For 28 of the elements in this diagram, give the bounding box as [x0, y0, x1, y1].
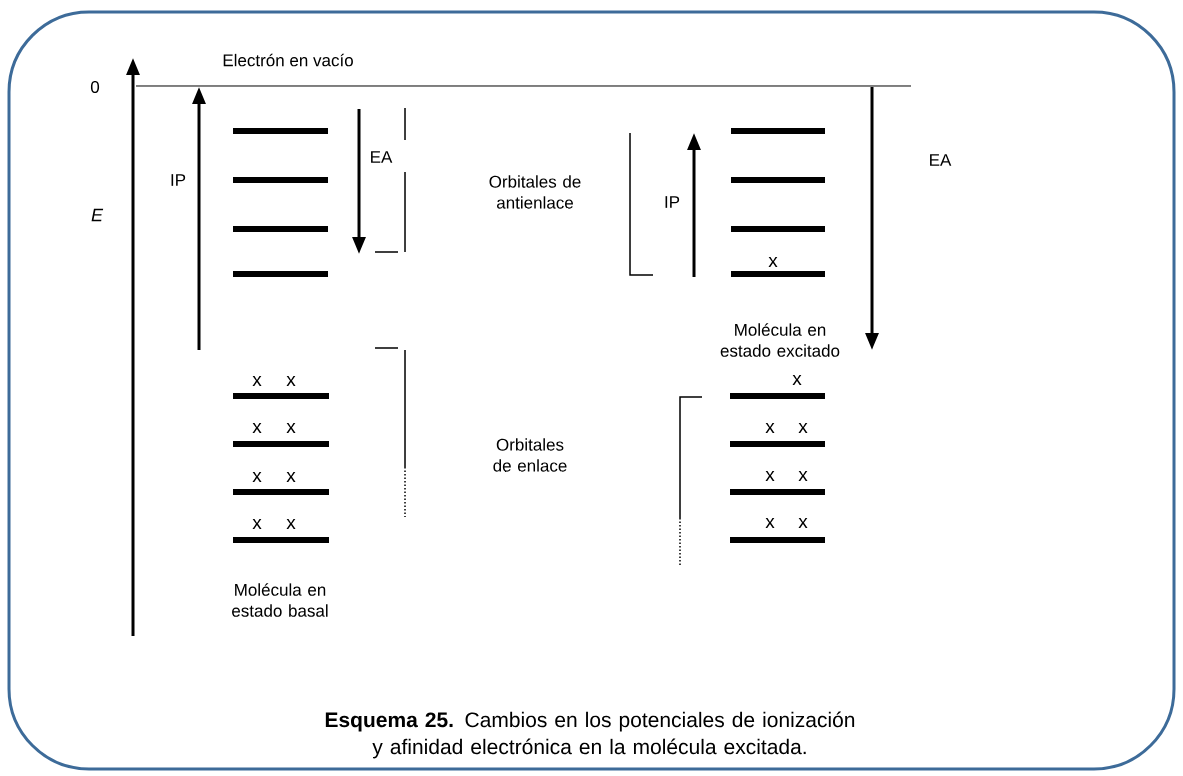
electron-mark: x	[765, 518, 775, 528]
axis-label: E	[91, 208, 104, 222]
electron-mark: x	[768, 257, 778, 267]
group-label: Orbitales de enlace	[493, 438, 567, 472]
state-label: Molécula en estado excitado	[720, 323, 840, 357]
electron-mark: x	[798, 471, 808, 481]
state-label: Molécula en estado basal	[232, 583, 328, 617]
electron-mark: x	[798, 423, 808, 433]
caption: Esquema 25. Cambios en los potenciales de ionización y afinidad electrónica en la molécula excitada.	[325, 711, 855, 759]
electron-mark: x	[286, 472, 296, 482]
group-label: Orbitales de antienlace	[489, 175, 581, 209]
electron-mark: x	[765, 423, 775, 433]
electron-mark: x	[765, 471, 775, 481]
electron-mark: x	[252, 519, 262, 529]
energy-label: EA	[930, 154, 952, 166]
electron-mark: x	[798, 518, 808, 528]
electron-mark: x	[252, 423, 262, 433]
electron-mark: x	[286, 376, 296, 386]
axis-label: 0	[90, 81, 100, 93]
energy-label: IP	[665, 196, 680, 208]
heading-label: Electrón en vacío	[223, 53, 353, 67]
electron-mark: x	[286, 519, 296, 529]
energy-label: EA	[371, 151, 393, 163]
energy-label: IP	[171, 174, 186, 186]
electron-mark: x	[252, 376, 262, 386]
electron-mark: x	[792, 375, 802, 385]
electron-mark: x	[286, 423, 296, 433]
electron-mark: x	[252, 472, 262, 482]
